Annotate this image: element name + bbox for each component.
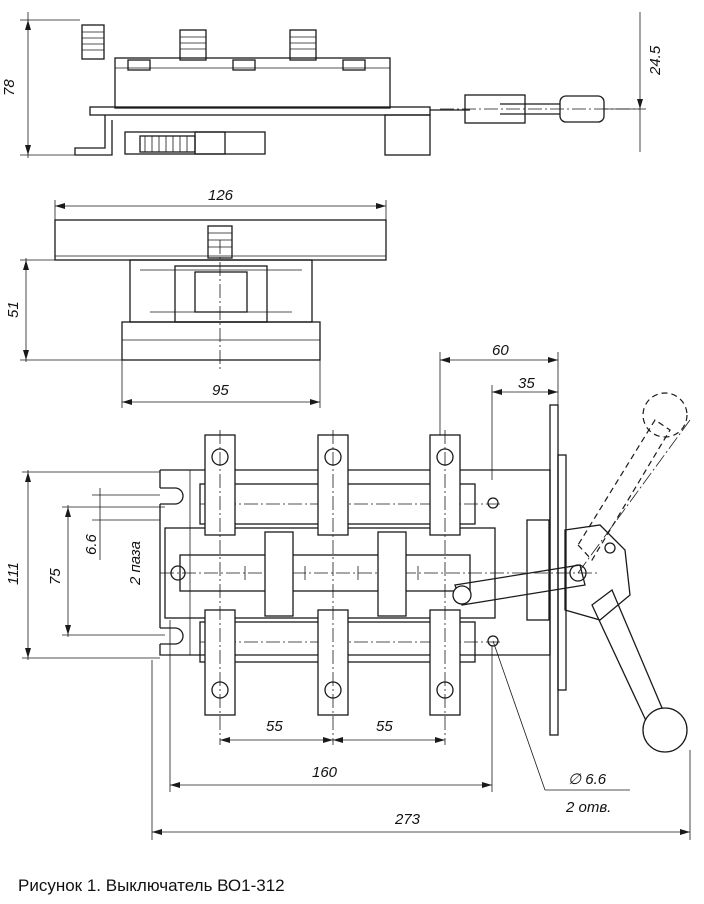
dim-95: 95 — [212, 382, 229, 399]
dim-111: 111 — [5, 562, 22, 585]
dim-75: 75 — [47, 568, 64, 585]
slot-note: 2 паза — [127, 541, 144, 586]
dim-hole-diameter: ∅ 6.6 — [568, 771, 607, 788]
dim-hole-count: 2 отв. — [565, 799, 611, 816]
dim-51: 51 — [5, 301, 22, 318]
dim-24-5: 24.5 — [647, 45, 664, 76]
dim-160: 160 — [312, 764, 338, 781]
plan-view: 60 35 111 75 6.6 2 паза — [5, 342, 691, 840]
terminal-screw-2 — [179, 29, 207, 61]
dim-126: 126 — [208, 187, 234, 204]
terminal-pad-row-bottom — [204, 609, 461, 716]
switch-blades — [244, 531, 419, 617]
dim-55-a: 55 — [266, 718, 283, 735]
dim-273: 273 — [394, 811, 421, 828]
dim-78: 78 — [1, 79, 18, 96]
front-view: 126 51 95 — [5, 187, 387, 408]
side-view: 24.5 78 — [1, 12, 664, 158]
terminal-pad-row-top — [204, 434, 461, 536]
terminal-screw-3 — [289, 29, 317, 61]
figure-caption: Рисунок 1. Выключатель ВО1-312 — [18, 876, 285, 895]
dim-55-b: 55 — [376, 718, 393, 735]
dim-6-6-slot: 6.6 — [83, 533, 100, 555]
dim-60: 60 — [492, 342, 509, 359]
terminal-screw-1 — [81, 24, 105, 60]
dim-35: 35 — [518, 375, 535, 392]
